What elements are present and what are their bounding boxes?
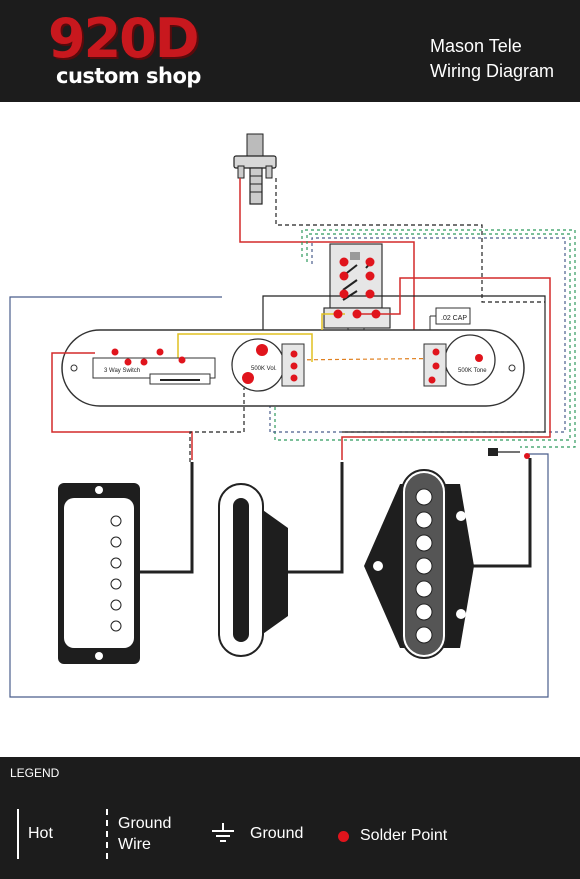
solder-point xyxy=(365,289,375,299)
solder-point xyxy=(290,374,298,382)
solder-points xyxy=(111,257,530,459)
red-wire-tone xyxy=(341,277,551,460)
neck-p90-hot-wire xyxy=(140,462,194,574)
title-line-1: Mason Tele xyxy=(430,36,522,56)
switch-hot-wire xyxy=(51,352,193,460)
yellow-wire xyxy=(177,333,313,362)
solder-point xyxy=(428,376,436,384)
wiring-diagram: .02 CAP 3 Way Switch 500K Vol. 500K Tone xyxy=(9,133,576,698)
title-line-2: Wiring Diagram xyxy=(430,61,555,81)
brand-number: 920D xyxy=(48,7,200,70)
green-ground-wire xyxy=(301,229,576,448)
solder-point xyxy=(256,344,268,356)
cap-label: .02 CAP xyxy=(441,315,467,322)
legend-ground: Ground xyxy=(250,825,304,842)
solder-point xyxy=(475,354,483,362)
solder-point xyxy=(290,362,298,370)
hot-line-icon xyxy=(17,809,19,859)
solder-point xyxy=(339,271,349,281)
header: 920D custom shop Mason Tele Wiring Diagr… xyxy=(0,0,580,102)
solder-point xyxy=(352,309,362,319)
three-way-switch: 3 Way Switch xyxy=(92,357,216,385)
page-title: Mason Tele Wiring Diagram xyxy=(430,34,554,84)
brand-subtitle: custom shop xyxy=(56,64,201,88)
volume-label: 500K Vol. xyxy=(251,366,277,372)
tone-pot: 500K Tone xyxy=(423,334,496,387)
ground-dashed-wire xyxy=(189,388,245,462)
output-jack xyxy=(233,133,277,205)
jack-ground-wire xyxy=(275,178,545,303)
plate-screw-left xyxy=(70,364,78,372)
switch-label: 3 Way Switch xyxy=(104,368,140,374)
solder-point xyxy=(524,453,530,459)
solder-point xyxy=(290,350,298,358)
solder-point xyxy=(156,348,164,356)
solder-point xyxy=(432,362,440,370)
legend: LEGEND Hot Ground Wire Ground Solder Poi… xyxy=(0,757,580,879)
ground-wire-line-icon xyxy=(106,809,108,859)
ground-symbol-icon xyxy=(212,823,234,842)
solder-point xyxy=(432,348,440,356)
solder-point xyxy=(124,358,132,366)
plate-screw-right xyxy=(508,364,516,372)
tele-neck-pickup xyxy=(218,483,288,657)
tone-label: 500K Tone xyxy=(458,368,487,374)
brand-logo: 920D custom shop xyxy=(48,12,218,92)
blue-wire-frame xyxy=(9,296,549,698)
solder-point xyxy=(178,356,186,364)
capacitor: .02 CAP xyxy=(429,307,471,345)
legend-heading: LEGEND xyxy=(10,766,60,780)
tele-bridge-pickup xyxy=(364,469,474,659)
legend-ground-wire-line1: Ground xyxy=(118,815,172,832)
blue-dashed-wire xyxy=(269,237,566,433)
solder-point-icon xyxy=(338,831,349,842)
solder-point xyxy=(365,257,375,267)
legend-solder-point: Solder Point xyxy=(360,827,448,844)
p90-pickup xyxy=(58,483,140,664)
middle-pickup-wire xyxy=(288,462,344,574)
legend-ground-wire-line2: Wire xyxy=(118,836,151,853)
ground-clip xyxy=(488,448,498,456)
legend-hot: Hot xyxy=(28,825,53,842)
solder-point xyxy=(339,257,349,267)
solder-point xyxy=(339,289,349,299)
solder-point xyxy=(365,271,375,281)
ground-bus-wire xyxy=(262,295,546,433)
solder-point xyxy=(140,358,148,366)
solder-point xyxy=(371,309,381,319)
solder-point xyxy=(111,348,119,356)
solder-point xyxy=(242,372,254,384)
bridge-pickup-wire xyxy=(473,458,532,568)
solder-point xyxy=(333,309,343,319)
